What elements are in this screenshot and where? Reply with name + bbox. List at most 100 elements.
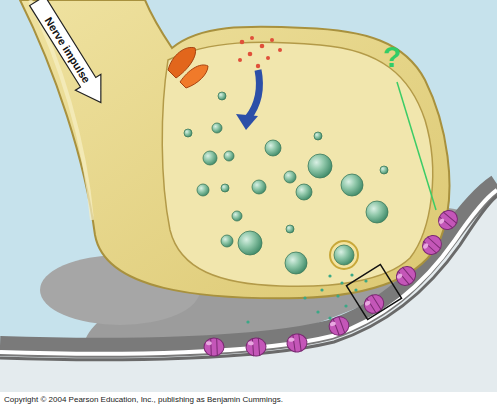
synaptic-vesicles xyxy=(212,123,222,133)
fusing-vesicle xyxy=(330,241,358,269)
receptor-protein xyxy=(327,314,352,338)
receptor-protein xyxy=(327,314,352,338)
extracellular-fluid xyxy=(0,0,497,392)
calcium-influx-arrow xyxy=(236,114,258,130)
receptor-protein xyxy=(288,337,294,342)
leader-line xyxy=(397,82,436,210)
synaptic-vesicles xyxy=(221,184,229,192)
synaptic-vesicles xyxy=(184,129,192,137)
question-mark: ? xyxy=(383,40,401,73)
receptor-protein xyxy=(396,273,403,280)
receptor-protein xyxy=(245,337,266,356)
receptor-protein xyxy=(393,263,420,290)
calcium-influx-arrow xyxy=(236,70,260,130)
synaptic-vesicles xyxy=(308,154,332,178)
calcium-ions xyxy=(250,36,254,40)
neurotransmitter xyxy=(246,273,367,323)
synaptic-vesicles xyxy=(285,252,307,274)
receptor-protein xyxy=(339,317,345,334)
receptor-protein xyxy=(419,232,446,259)
neurotransmitter xyxy=(354,288,357,291)
receptor-protein xyxy=(248,341,254,345)
receptor-protein xyxy=(361,291,387,317)
receptor-protein xyxy=(206,341,212,345)
receptor-protein xyxy=(333,319,339,336)
calcium-ions xyxy=(256,64,260,68)
fusing-vesicle xyxy=(334,245,354,265)
receptor-protein xyxy=(438,218,445,225)
synaptic-vesicles xyxy=(221,235,233,247)
calcium-ions xyxy=(270,38,274,42)
receptor-protein xyxy=(422,242,429,249)
mitochondrion xyxy=(180,65,208,88)
neurotransmitter xyxy=(328,316,331,319)
receptor-protein xyxy=(372,295,382,310)
receptor-protein xyxy=(361,291,387,317)
synaptic-vesicles xyxy=(252,180,266,194)
nerve-impulse-arrow xyxy=(25,0,114,111)
synaptic-vesicles xyxy=(284,171,296,183)
synaptic-vesicles xyxy=(197,184,209,196)
synaptic-vesicles xyxy=(238,231,262,255)
receptor-protein xyxy=(245,337,266,356)
synaptic-vesicles xyxy=(184,92,388,274)
axon-terminal xyxy=(162,42,432,286)
mitochondrion xyxy=(168,47,208,88)
receptor-protein xyxy=(364,300,371,307)
calcium-ions xyxy=(266,56,270,60)
synaptic-vesicles xyxy=(218,92,226,100)
receptor-protein xyxy=(435,207,462,234)
footer-ground xyxy=(0,392,497,413)
receptor-protein xyxy=(393,263,420,290)
highlight-box xyxy=(346,264,401,319)
calcium-ions xyxy=(240,40,245,45)
receptor-protein xyxy=(204,338,225,357)
synaptic-vesicles xyxy=(341,174,363,196)
receptor-protein xyxy=(329,321,336,327)
neurotransmitter xyxy=(340,281,343,284)
synaptic-vesicles xyxy=(366,201,388,223)
synaptic-vesicles xyxy=(224,151,234,161)
receptor-protein xyxy=(299,334,302,352)
synaptic-vesicles xyxy=(232,211,242,221)
synaptic-vesicles xyxy=(265,140,281,156)
calcium-ions xyxy=(248,52,253,57)
receptor-protein xyxy=(403,267,415,281)
receptor-protein xyxy=(286,333,308,354)
fusing-vesicle xyxy=(330,241,358,269)
nerve-impulse-arrow xyxy=(25,0,114,111)
synaptic-vesicles xyxy=(286,225,294,233)
receptor-protein xyxy=(204,338,225,357)
neurotransmitter xyxy=(316,310,319,313)
receptor-protein xyxy=(427,237,440,249)
synaptic-vesicles xyxy=(380,166,388,174)
neurotransmitter xyxy=(344,304,347,307)
calcium-ions xyxy=(260,44,265,49)
copyright-note: Copyright © 2004 Pearson Education, Inc.… xyxy=(4,396,283,405)
neurotransmitter xyxy=(336,294,339,297)
receptor-protein xyxy=(419,232,446,259)
neurotransmitter xyxy=(246,320,249,323)
axon-terminal xyxy=(20,0,449,298)
neurotransmitter xyxy=(320,288,323,291)
receptor-protein xyxy=(252,338,253,356)
calcium-ions xyxy=(278,48,282,52)
receptor-protein xyxy=(435,207,462,234)
neurotransmitter xyxy=(350,273,353,276)
calcium-ions xyxy=(238,36,282,68)
receptor-protein xyxy=(293,335,296,353)
receptor-protein xyxy=(210,338,212,356)
neurotransmitter xyxy=(364,279,367,282)
calcium-influx-arrow xyxy=(248,70,260,118)
receptors xyxy=(204,207,462,357)
receptor-protein xyxy=(286,333,308,354)
axon-terminal xyxy=(20,0,449,298)
receptor-protein xyxy=(216,338,218,356)
neurotransmitter xyxy=(328,274,331,277)
synaptic-vesicles xyxy=(314,132,322,140)
synaptic-vesicles xyxy=(296,184,312,200)
receptor-protein xyxy=(258,338,259,356)
neurotransmitter xyxy=(303,296,306,299)
receptor-protein xyxy=(443,212,457,224)
